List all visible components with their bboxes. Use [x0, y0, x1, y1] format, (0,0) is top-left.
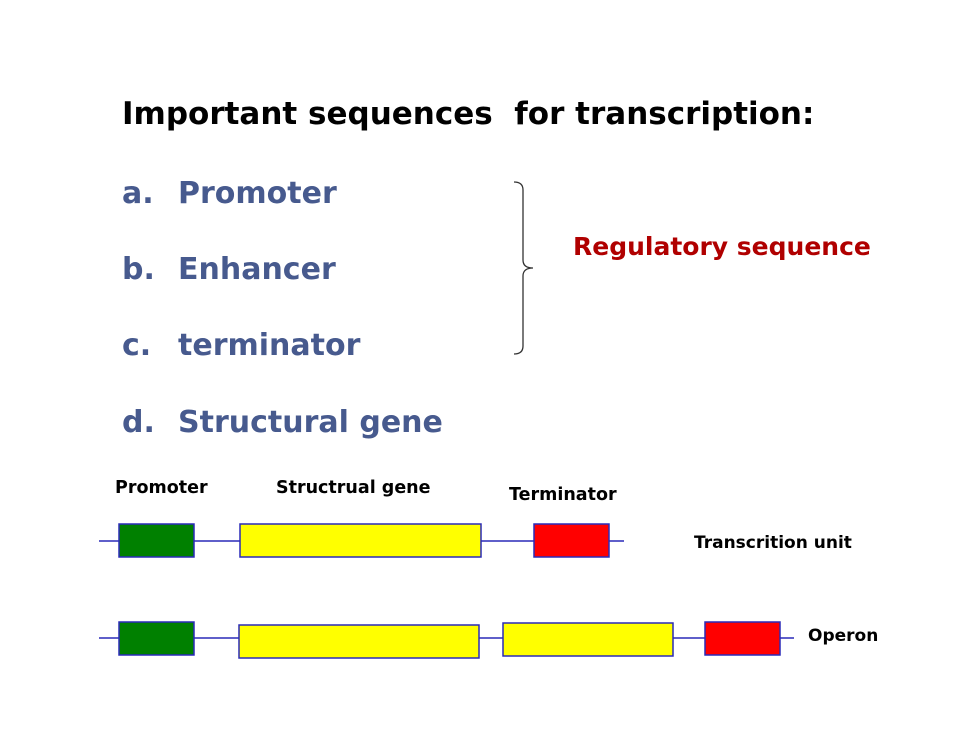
list-item-label: Promoter: [178, 176, 337, 211]
list-item-promoter: a. Promoter: [122, 176, 337, 211]
transcription-unit-label: Transcrition unit: [694, 533, 852, 553]
structural-gene-label: Structrual gene: [276, 478, 431, 498]
slide-title: Important sequences for transcription:: [122, 96, 815, 132]
promoter-box: [118, 523, 195, 558]
list-item-label: Enhancer: [178, 252, 336, 287]
terminator-label: Terminator: [509, 485, 617, 505]
list-marker: d.: [122, 405, 155, 440]
regulatory-bracket: [513, 181, 534, 355]
structural-gene-box: [239, 523, 482, 558]
list-marker: c.: [122, 328, 152, 363]
promoter-label: Promoter: [115, 478, 208, 498]
structural-gene-box: [502, 622, 674, 657]
regulatory-sequence-label: Regulatory sequence: [573, 232, 871, 261]
list-item-structural-gene: d. Structural gene: [122, 405, 443, 440]
terminator-box: [533, 523, 610, 558]
list-item-enhancer: b. Enhancer: [122, 252, 336, 287]
structural-gene-box: [238, 624, 480, 659]
list-marker: a.: [122, 176, 154, 211]
promoter-box: [118, 621, 195, 656]
transcription-unit-row: [99, 523, 624, 558]
list-marker: b.: [122, 252, 155, 287]
operon-label: Operon: [808, 626, 879, 646]
list-item-label: terminator: [178, 328, 361, 363]
list-item-label: Structural gene: [178, 405, 443, 440]
bracket-path: [513, 181, 534, 355]
terminator-box: [704, 621, 781, 656]
list-item-terminator: c. terminator: [122, 328, 360, 363]
operon-row: [99, 621, 794, 659]
